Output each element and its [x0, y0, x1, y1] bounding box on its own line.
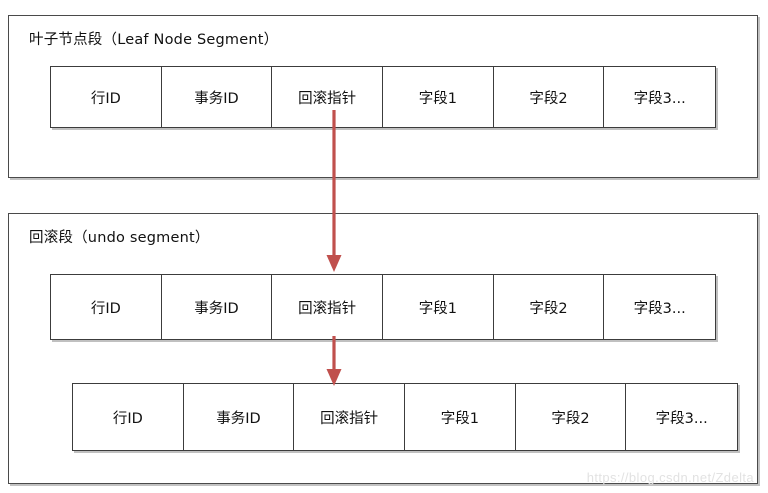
cell-field-1: 字段1: [405, 384, 516, 450]
cell-row-id: 行ID: [51, 67, 162, 127]
cell-field-1: 字段1: [383, 275, 494, 339]
cell-row-id: 行ID: [51, 275, 162, 339]
cell-trx-id: 事务ID: [162, 67, 273, 127]
cell-rollback-ptr: 回滚指针: [294, 384, 406, 450]
cell-rollback-ptr: 回滚指针: [272, 67, 384, 127]
cell-field-2: 字段2: [494, 275, 605, 339]
cell-trx-id: 事务ID: [162, 275, 273, 339]
segment-title-undo: 回滚段（undo segment）: [29, 230, 210, 246]
cell-field-3: 字段3...: [633, 300, 686, 317]
cell-field-2: 字段2: [494, 67, 605, 127]
cell-row-id: 行ID: [73, 384, 184, 450]
record-row-undo-first: 行ID 事务ID 回滚指针 字段1 字段2 字段3...: [50, 274, 716, 340]
cell-field-3: 字段3...: [655, 410, 708, 427]
segment-title-leaf-node: 叶子节点段（Leaf Node Segment）: [29, 32, 279, 48]
arrow-down-icon-leaf-to-undo: [326, 110, 342, 272]
record-row-undo-second: 行ID 事务ID 回滚指针 字段1 字段2 字段3...: [72, 383, 738, 451]
watermark-text: https://blog.csdn.net/Zdelta: [586, 470, 754, 485]
cell-field-3: 字段3...: [633, 90, 686, 107]
arrow-down-icon-undo-to-child: [326, 336, 342, 386]
cell-field-1: 字段1: [383, 67, 494, 127]
cell-field-2: 字段2: [516, 384, 627, 450]
record-row-leaf-node: 行ID 事务ID 回滚指针 字段1 字段2 字段3...: [50, 66, 716, 128]
cell-trx-id: 事务ID: [184, 384, 295, 450]
cell-rollback-ptr: 回滚指针: [272, 275, 384, 339]
